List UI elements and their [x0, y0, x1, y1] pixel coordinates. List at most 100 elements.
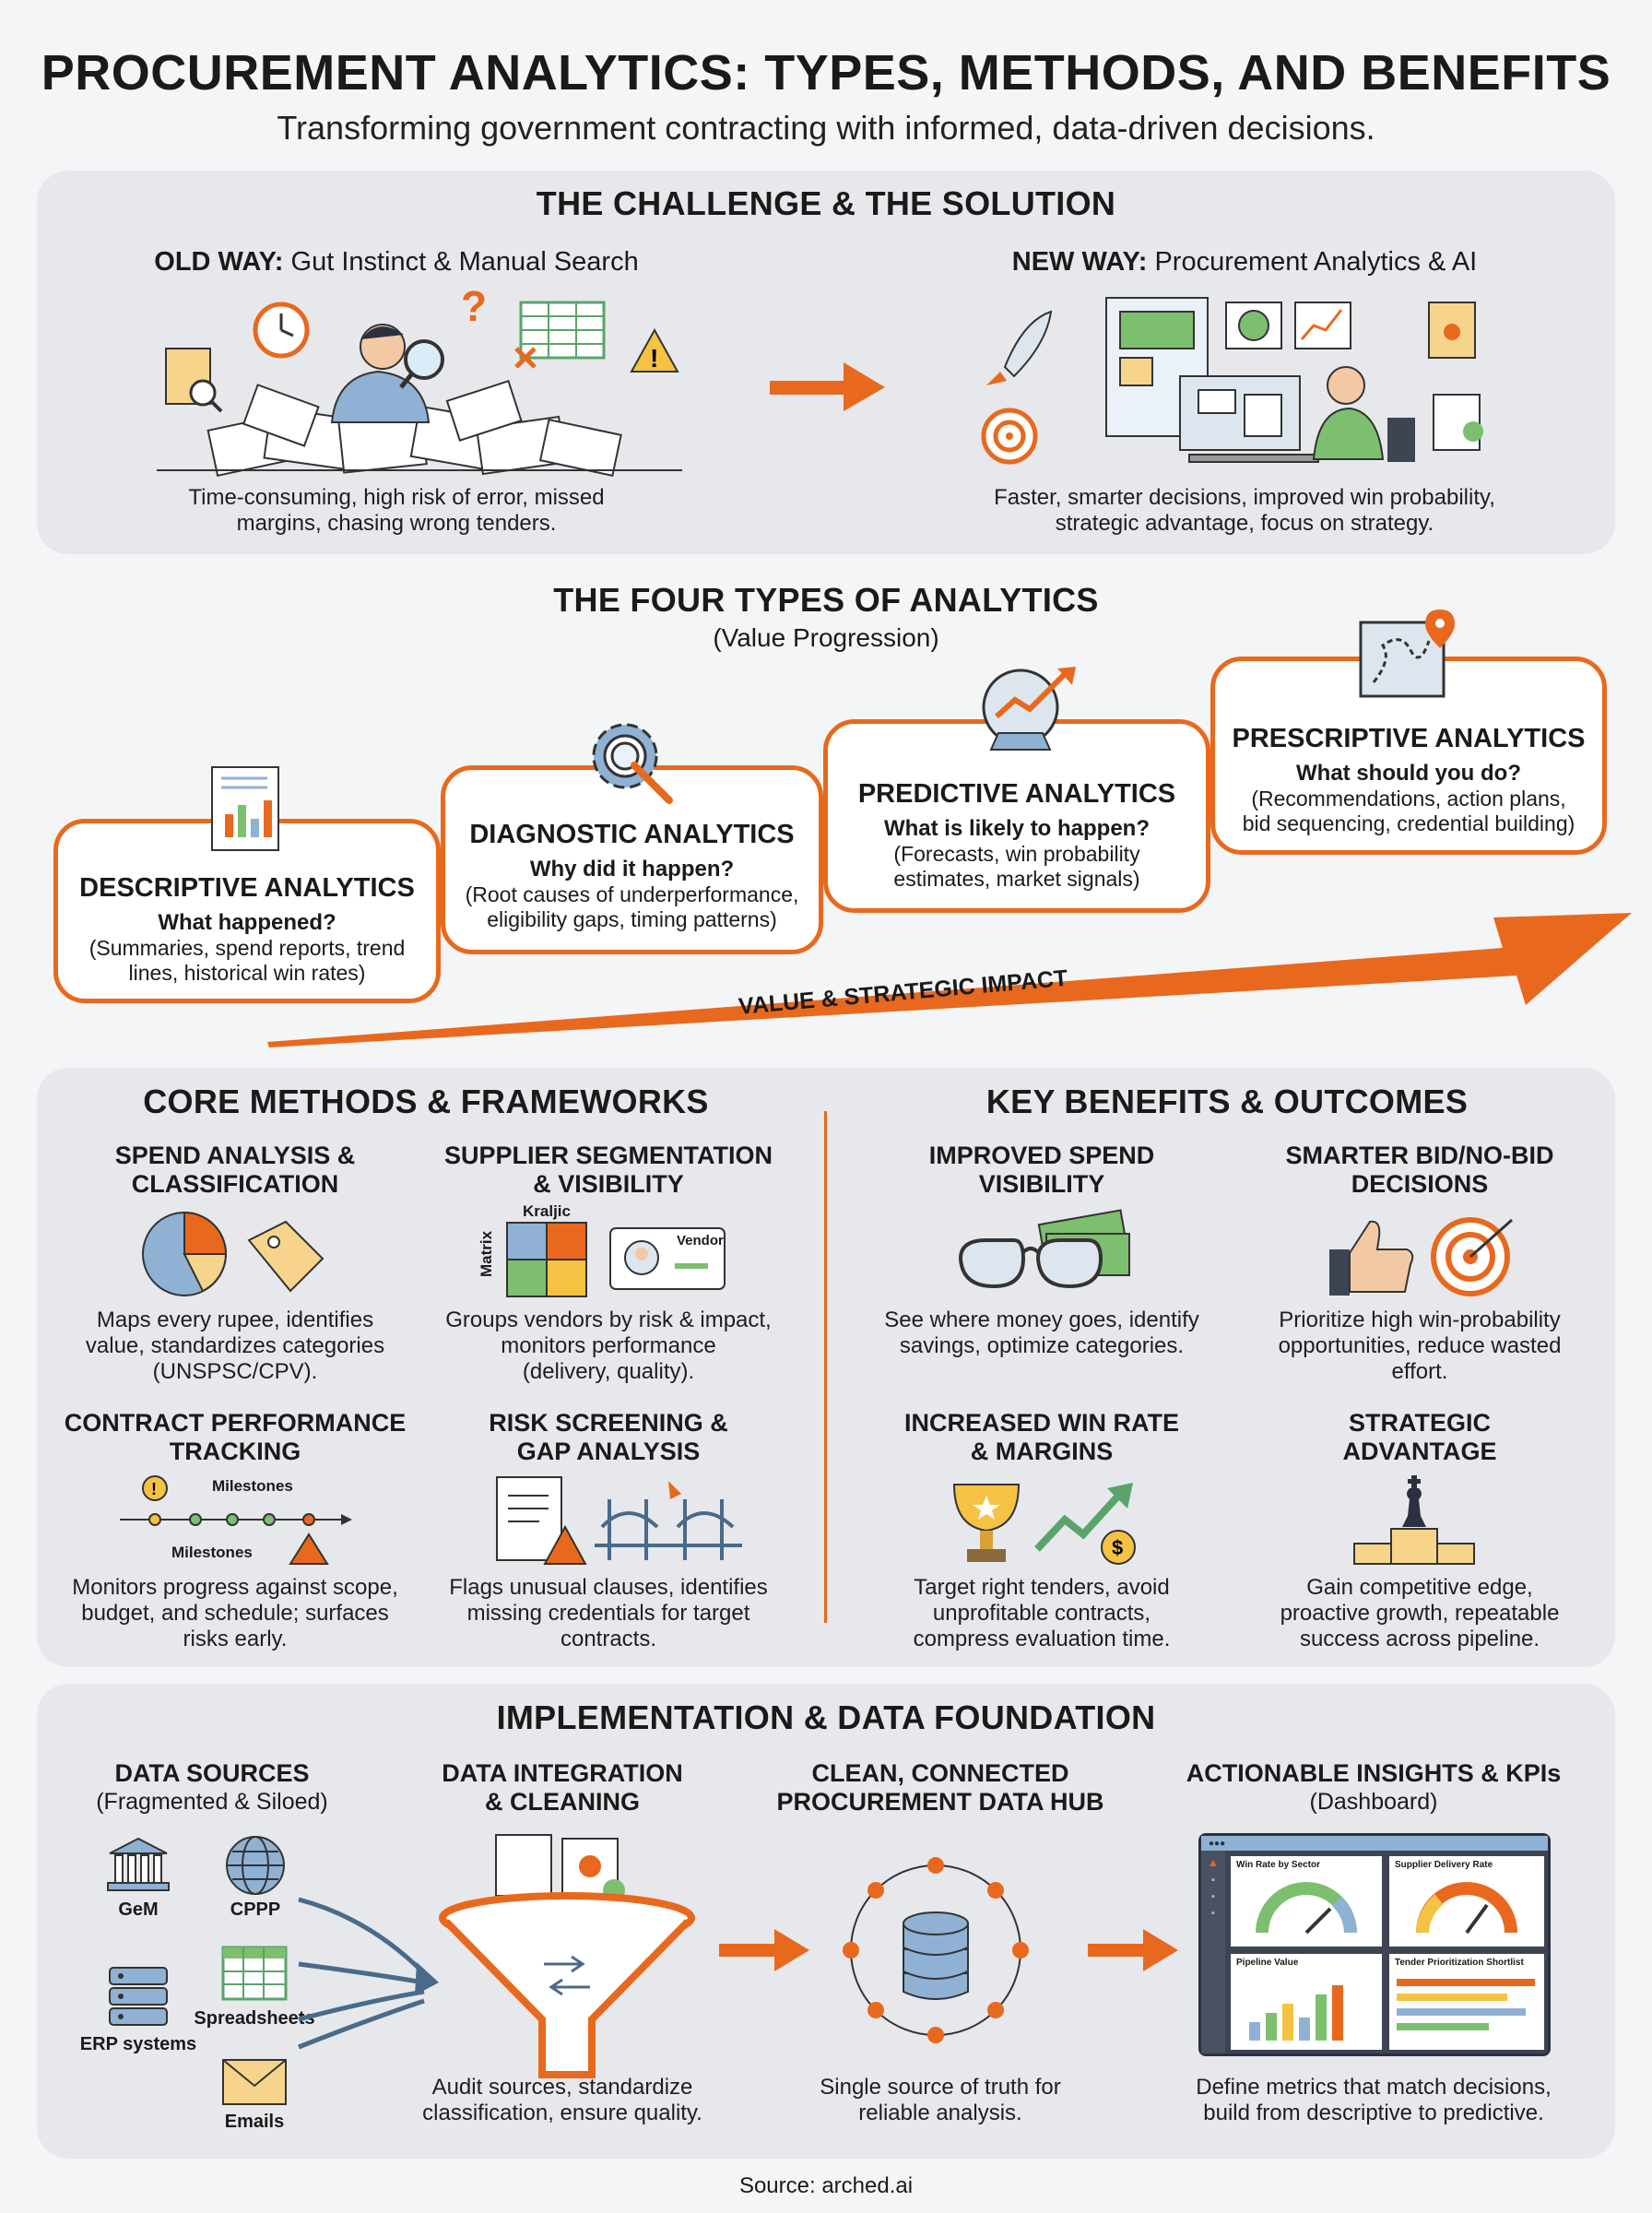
magnifier-doc-icon	[165, 348, 223, 413]
benefit-title: SMARTER BID/NO-BID DECISIONS	[1235, 1142, 1604, 1199]
insights-title: ACTIONABLE INSIGHTS & KPIs	[1186, 1759, 1562, 1787]
benefits-heading: KEY BENEFITS & OUTCOMES	[985, 1083, 1469, 1120]
menu-icon: ▪	[1211, 1891, 1215, 1902]
paper-pile	[206, 380, 622, 477]
source-footer: Source: arched.ai	[738, 2173, 914, 2198]
method-desc-line: contracts.	[560, 1627, 657, 1651]
benefit-desc-line: opportunities, reduce wasted	[1278, 1333, 1562, 1358]
dashboard-window-controls-icon: ●●●	[1209, 1839, 1226, 1849]
benefit-title-line: VISIBILITY	[978, 1170, 1105, 1198]
government-building-icon	[107, 1837, 170, 1891]
benefit-title-line: SMARTER BID/NO-BID	[1285, 1142, 1554, 1169]
dashboard-card-title: Pipeline Value	[1236, 1958, 1299, 1968]
integration-title-line: & CLEANING	[485, 1788, 640, 1816]
horizontal-bars-icon	[1397, 1979, 1535, 2030]
benefit-desc-line: success across pipeline.	[1299, 1627, 1540, 1651]
flow-arrow-icon	[719, 1929, 809, 1971]
hub-title-line: CLEAN, CONNECTED	[811, 1759, 1069, 1787]
card-title: DIAGNOSTIC ANALYTICS	[469, 820, 795, 849]
page-subtitle: Transforming government contracting with…	[277, 109, 1375, 147]
diagnostic-analytics-card: DIAGNOSTIC ANALYTICS Why did it happen? …	[441, 765, 823, 954]
kraljic-label: Kraljic	[523, 1202, 571, 1220]
chess-king-podium-icon	[1353, 1475, 1475, 1565]
method-desc-line: Maps every rupee, identifies	[96, 1308, 374, 1332]
benefit-title: STRATEGIC ADVANTAGE	[1235, 1409, 1604, 1466]
method-desc-line: budget, and schedule; surfaces	[81, 1601, 389, 1626]
card-title: DESCRIPTIVE ANALYTICS	[79, 873, 415, 903]
benefit-desc-line: proactive growth, repeatable	[1280, 1601, 1560, 1626]
insights-desc: Define metrics that match decisions, bui…	[1162, 2075, 1586, 2126]
method-title: SUPPLIER SEGMENTATION & VISIBILITY	[424, 1142, 793, 1199]
dashboard-card-title: Tender Prioritization Shortlist	[1395, 1958, 1524, 1968]
dashboard-sidebar: ▲ ▪ ▪ ▪	[1201, 1851, 1225, 2053]
insights-subtitle: (Dashboard)	[1309, 1789, 1438, 1815]
dashboard-card-title: Win Rate by Sector	[1236, 1860, 1321, 1870]
page-title: PROCUREMENT ANALYTICS: TYPES, METHODS, A…	[41, 45, 1611, 101]
kraljic-matrix-icon	[506, 1222, 587, 1297]
svg-text:!: !	[151, 1480, 157, 1498]
integration-title: DATA INTEGRATION & CLEANING	[406, 1759, 719, 1817]
benefit-desc: Prioritize high win-probability opportun…	[1235, 1308, 1604, 1385]
email-envelope-icon	[222, 2059, 287, 2105]
method-desc: Flags unusual clauses, identifies missin…	[424, 1575, 793, 1652]
card-title: PREDICTIVE ANALYTICS	[857, 779, 1176, 809]
warning-icon: !	[630, 327, 679, 373]
milestones-bottom-label: Milestones	[171, 1544, 253, 1561]
method-desc-line: Groups vendors by risk & impact,	[445, 1308, 772, 1332]
types-subheading: (Value Progression)	[713, 623, 939, 652]
method-desc-line: value, standardizes categories	[85, 1333, 385, 1358]
new-way-label: NEW WAY:	[1011, 247, 1148, 277]
dashboard-card-title: Supplier Delivery Rate	[1395, 1860, 1493, 1870]
benefit-desc: See where money goes, identify savings, …	[857, 1308, 1226, 1359]
integration-title-line: DATA INTEGRATION	[442, 1759, 683, 1787]
benefit-desc: Target right tenders, avoid unprofitable…	[857, 1575, 1226, 1652]
method-title-line: CONTRACT PERFORMANCE	[64, 1409, 407, 1437]
benefit-title: INCREASED WIN RATE & MARGINS	[857, 1409, 1226, 1466]
method-desc-line: Monitors progress against scope,	[72, 1575, 398, 1600]
benefit-title-line: STRATEGIC	[1349, 1409, 1491, 1437]
method-title-line: CLASSIFICATION	[131, 1170, 339, 1198]
report-chart-icon	[211, 766, 279, 851]
method-desc: Groups vendors by risk & impact, monitor…	[424, 1308, 793, 1385]
manual-search-illustration: ? !	[157, 282, 682, 477]
benefit-title-line: & MARGINS	[970, 1438, 1114, 1465]
benefit-desc-line: Target right tenders, avoid	[914, 1575, 1170, 1600]
menu-icon: ▪	[1211, 1908, 1215, 1919]
gauge-icon	[1416, 1882, 1517, 1935]
benefit-title: IMPROVED SPEND VISIBILITY	[857, 1142, 1226, 1199]
glasses-money-icon	[958, 1209, 1130, 1289]
card-desc: eligibility gaps, timing patterns)	[487, 907, 777, 931]
predictive-analytics-card: PREDICTIVE ANALYTICS What is likely to h…	[823, 719, 1210, 913]
dashboard-screens	[1105, 297, 1351, 463]
old-way-desc-line: margins, chasing wrong tenders.	[236, 511, 557, 536]
benefit-title-line: INCREASED WIN RATE	[903, 1409, 1179, 1437]
benefit-title-line: IMPROVED SPEND	[928, 1142, 1155, 1169]
hub-desc: Single source of truth for reliable anal…	[774, 2075, 1106, 2126]
milestone-timeline-icon: !	[120, 1475, 352, 1565]
card-desc: (Recommendations, action plans,	[1251, 787, 1566, 811]
vendor-label: Vendor	[677, 1233, 724, 1249]
analyst-person-icon	[1312, 366, 1415, 462]
method-desc-line: (UNSPSC/CPV).	[152, 1359, 318, 1384]
matrix-label: Matrix	[478, 1230, 495, 1277]
benefit-desc-line: unprofitable contracts,	[932, 1601, 1151, 1626]
source-emails-label: Emails	[224, 2112, 285, 2132]
gauge-icon	[1256, 1882, 1357, 1935]
card-question: What happened?	[158, 910, 336, 935]
benefit-title-line: DECISIONS	[1351, 1170, 1489, 1198]
new-way-text: Procurement Analytics & AI	[1154, 247, 1478, 277]
old-way-label: OLD WAY:	[154, 247, 284, 277]
svg-text:!: !	[650, 344, 658, 373]
clock-icon	[253, 302, 310, 359]
target-icon	[981, 408, 1038, 465]
menu-icon: ▪	[1211, 1875, 1215, 1886]
card-desc: lines, historical win rates)	[128, 961, 366, 985]
card-question: What should you do?	[1296, 761, 1521, 786]
source-cppp-label: CPPP	[230, 1899, 281, 1920]
bar-chart-icon	[1249, 1985, 1343, 2041]
benefit-desc: Gain competitive edge, proactive growth,…	[1235, 1575, 1604, 1652]
analytics-workstation-illustration	[981, 297, 1483, 465]
crystal-ball-icon	[982, 667, 1076, 751]
challenge-panel	[37, 171, 1615, 554]
types-heading: THE FOUR TYPES OF ANALYTICS	[553, 581, 1099, 619]
